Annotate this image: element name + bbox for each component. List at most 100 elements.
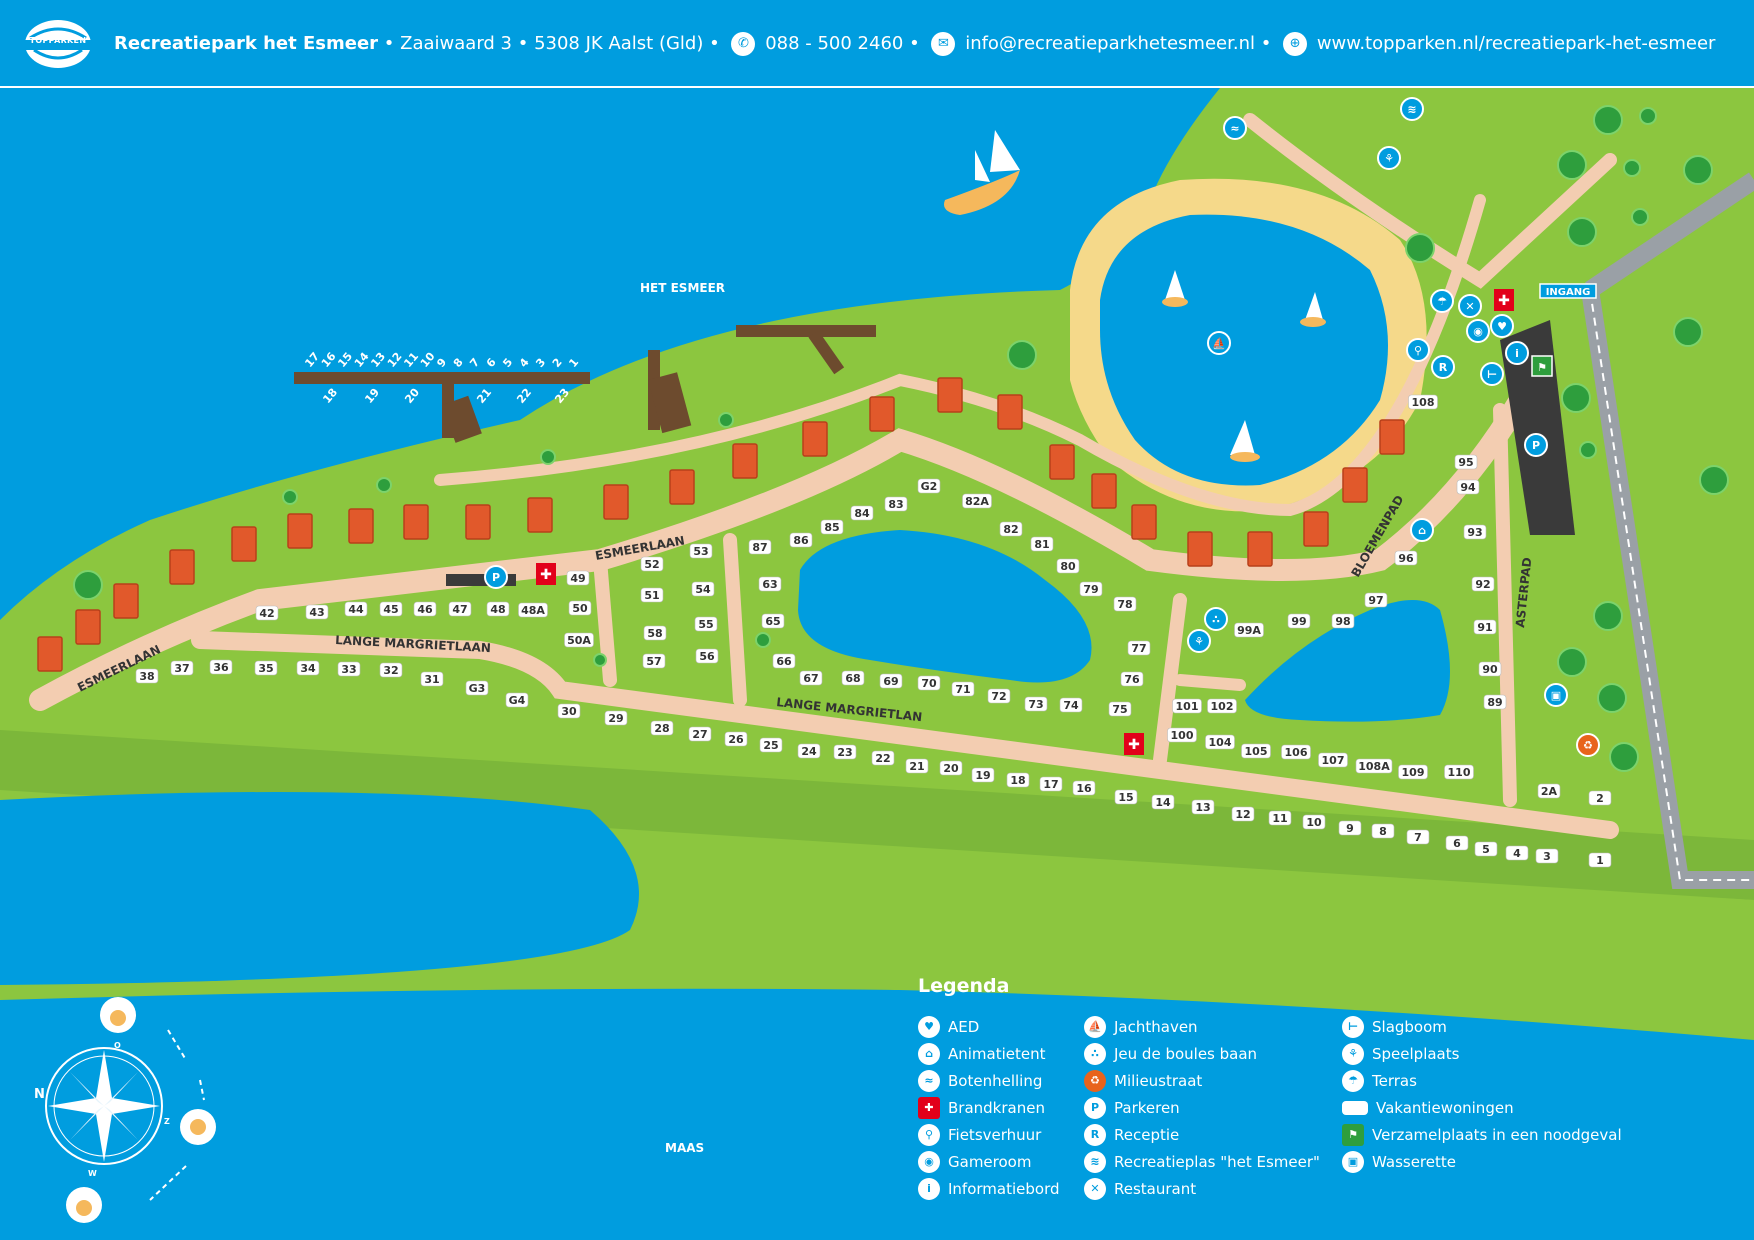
plot-marker[interactable]: 78 xyxy=(1113,596,1137,612)
plot-marker[interactable]: 89 xyxy=(1483,694,1507,710)
holiday-home[interactable] xyxy=(348,508,374,544)
plot-marker[interactable]: 53 xyxy=(689,543,713,559)
holiday-home[interactable] xyxy=(1187,531,1213,567)
plot-marker[interactable]: 101 xyxy=(1172,698,1202,714)
plot-marker[interactable]: 46 xyxy=(413,601,437,617)
plot-marker[interactable]: 85 xyxy=(820,519,844,535)
plot-marker[interactable]: 11 xyxy=(1268,810,1292,826)
holiday-home[interactable] xyxy=(1303,511,1329,547)
plot-marker[interactable]: G3 xyxy=(465,680,489,696)
plot-marker[interactable]: 23 xyxy=(833,744,857,760)
plot-marker[interactable]: 86 xyxy=(789,532,813,548)
plot-marker[interactable]: 73 xyxy=(1024,696,1048,712)
plot-marker[interactable]: 36 xyxy=(209,659,233,675)
plot-marker[interactable]: 66 xyxy=(772,653,796,669)
plot-marker[interactable]: 38 xyxy=(135,668,159,684)
plot-marker[interactable]: 106 xyxy=(1281,744,1311,760)
plot-marker[interactable]: 70 xyxy=(917,675,941,691)
holiday-home[interactable] xyxy=(403,504,429,540)
plot-marker[interactable]: 79 xyxy=(1079,581,1103,597)
plot-marker[interactable]: 104 xyxy=(1205,734,1235,750)
plot-marker[interactable]: 14 xyxy=(1151,794,1175,810)
holiday-home[interactable] xyxy=(802,421,828,457)
plot-marker[interactable]: 55 xyxy=(694,616,718,632)
plot-marker[interactable]: 80 xyxy=(1056,558,1080,574)
plot-marker[interactable]: 34 xyxy=(296,660,320,676)
plot-marker[interactable]: 49 xyxy=(566,570,590,586)
plot-marker[interactable]: 82 xyxy=(999,521,1023,537)
plot-marker[interactable]: 71 xyxy=(951,681,975,697)
holiday-home[interactable] xyxy=(732,443,758,479)
plot-marker[interactable]: 58 xyxy=(643,625,667,641)
plot-marker[interactable]: 54 xyxy=(691,581,715,597)
plot-marker[interactable]: 33 xyxy=(337,661,361,677)
plot-marker[interactable]: G2 xyxy=(917,478,941,494)
plot-marker[interactable]: 69 xyxy=(879,673,903,689)
email-link[interactable]: info@recreatieparkhetesmeer.nl xyxy=(965,33,1255,54)
plot-marker[interactable]: 50 xyxy=(568,600,592,616)
plot-marker[interactable]: 5 xyxy=(1474,841,1498,857)
plot-marker[interactable]: 37 xyxy=(170,660,194,676)
holiday-home[interactable] xyxy=(169,549,195,585)
plot-marker[interactable]: 84 xyxy=(850,505,874,521)
plot-marker[interactable]: 110 xyxy=(1444,764,1474,780)
plot-marker[interactable]: 21 xyxy=(905,758,929,774)
plot-marker[interactable]: 13 xyxy=(1191,799,1215,815)
plot-marker[interactable]: 50A xyxy=(564,632,594,648)
plot-marker[interactable]: 48 xyxy=(486,601,510,617)
holiday-home[interactable] xyxy=(37,636,63,672)
plot-marker[interactable]: 74 xyxy=(1059,697,1083,713)
plot-marker[interactable]: 107 xyxy=(1318,752,1348,768)
plot-marker[interactable]: 26 xyxy=(724,731,748,747)
plot-marker[interactable]: 105 xyxy=(1241,743,1271,759)
plot-marker[interactable]: 28 xyxy=(650,720,674,736)
phone-number[interactable]: 088 - 500 2460 xyxy=(765,33,904,54)
plot-marker[interactable]: 92 xyxy=(1471,576,1495,592)
plot-marker[interactable]: 81 xyxy=(1030,536,1054,552)
plot-marker[interactable]: 31 xyxy=(420,671,444,687)
plot-marker[interactable]: 108 xyxy=(1408,394,1438,410)
plot-marker[interactable]: 32 xyxy=(379,662,403,678)
topparken-logo[interactable] xyxy=(20,16,96,72)
plot-marker[interactable]: 9 xyxy=(1338,820,1362,836)
plot-marker[interactable]: 24 xyxy=(797,743,821,759)
plot-marker[interactable]: 48A xyxy=(518,602,548,618)
plot-marker[interactable]: 44 xyxy=(344,601,368,617)
plot-marker[interactable]: 27 xyxy=(688,726,712,742)
plot-marker[interactable]: 94 xyxy=(1456,479,1480,495)
plot-marker[interactable]: 87 xyxy=(748,539,772,555)
website-link[interactable]: www.topparken.nl/recreatiepark-het-esmee… xyxy=(1316,33,1716,54)
plot-marker[interactable]: 1 xyxy=(1588,852,1612,868)
plot-marker[interactable]: 83 xyxy=(884,496,908,512)
plot-marker[interactable]: 29 xyxy=(604,710,628,726)
holiday-home[interactable] xyxy=(113,583,139,619)
plot-marker[interactable]: 82A xyxy=(962,493,992,509)
plot-marker[interactable]: 45 xyxy=(379,601,403,617)
holiday-home[interactable] xyxy=(465,504,491,540)
plot-marker[interactable]: 91 xyxy=(1473,619,1497,635)
holiday-home[interactable] xyxy=(1247,531,1273,567)
holiday-home[interactable] xyxy=(669,469,695,505)
holiday-home[interactable] xyxy=(1131,504,1157,540)
plot-marker[interactable]: 6 xyxy=(1445,835,1469,851)
plot-marker[interactable]: 108A xyxy=(1355,758,1393,774)
plot-marker[interactable]: 99 xyxy=(1287,613,1311,629)
plot-marker[interactable]: 96 xyxy=(1394,550,1418,566)
plot-marker[interactable]: 7 xyxy=(1406,829,1430,845)
holiday-home[interactable] xyxy=(997,394,1023,430)
plot-marker[interactable]: 102 xyxy=(1207,698,1237,714)
plot-marker[interactable]: G4 xyxy=(505,692,529,708)
plot-marker[interactable]: 19 xyxy=(971,767,995,783)
plot-marker[interactable]: 10 xyxy=(1302,814,1326,830)
holiday-home[interactable] xyxy=(1049,444,1075,480)
plot-marker[interactable]: 57 xyxy=(642,653,666,669)
plot-marker[interactable]: 43 xyxy=(305,604,329,620)
plot-marker[interactable]: 95 xyxy=(1454,454,1478,470)
holiday-home[interactable] xyxy=(231,526,257,562)
plot-marker[interactable]: 16 xyxy=(1072,780,1096,796)
plot-marker[interactable]: 56 xyxy=(695,648,719,664)
plot-marker[interactable]: 76 xyxy=(1120,671,1144,687)
holiday-home[interactable] xyxy=(287,513,313,549)
plot-marker[interactable]: 72 xyxy=(987,688,1011,704)
holiday-home[interactable] xyxy=(1379,419,1405,455)
